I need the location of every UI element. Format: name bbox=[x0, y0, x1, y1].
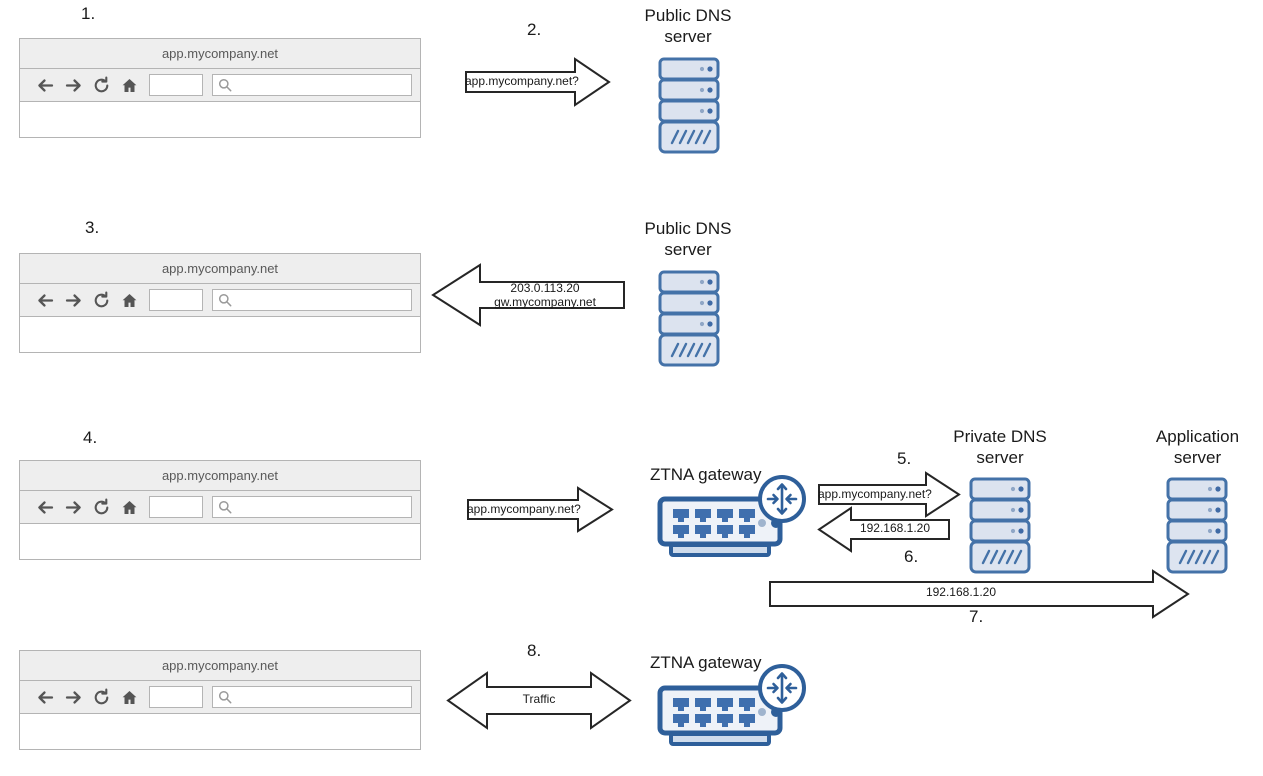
search-input-3[interactable] bbox=[212, 496, 412, 518]
browser-window-1[interactable]: app.mycompany.net bbox=[19, 38, 421, 138]
browser-title-bar-3: app.mycompany.net bbox=[20, 461, 420, 491]
device-label-application-server: Application server bbox=[1155, 427, 1240, 467]
device-label-private-dns: Private DNS server bbox=[953, 427, 1047, 467]
browser-window-4[interactable]: app.mycompany.net bbox=[19, 650, 421, 750]
browser-toolbar-1 bbox=[20, 69, 420, 102]
arrow-step-2 bbox=[465, 57, 611, 107]
step-number-7: 7. bbox=[969, 607, 984, 626]
arrow-left-icon[interactable] bbox=[31, 683, 59, 711]
browser-window-3[interactable]: app.mycompany.net bbox=[19, 460, 421, 560]
arrow-left-icon[interactable] bbox=[31, 493, 59, 521]
search-input-2[interactable] bbox=[212, 289, 412, 311]
browser-toolbar-3 bbox=[20, 491, 420, 524]
url-input-3[interactable] bbox=[149, 496, 203, 518]
step-number-3: 3. bbox=[85, 218, 100, 237]
arrow-right-icon[interactable] bbox=[59, 493, 87, 521]
browser-content-1 bbox=[20, 102, 420, 137]
step-number-6: 6. bbox=[904, 547, 919, 566]
browser-title-bar-2: app.mycompany.net bbox=[20, 254, 420, 284]
search-icon bbox=[218, 78, 232, 92]
browser-content-2 bbox=[20, 317, 420, 352]
reload-icon[interactable] bbox=[87, 71, 115, 99]
arrow-step-4 bbox=[467, 486, 614, 533]
browser-window-2[interactable]: app.mycompany.net bbox=[19, 253, 421, 353]
step-number-1: 1. bbox=[81, 4, 96, 23]
server-icon-public-dns-2 bbox=[658, 270, 720, 367]
device-label-public-dns-2: Public DNS server bbox=[644, 219, 732, 259]
search-input-1[interactable] bbox=[212, 74, 412, 96]
arrow-left-icon[interactable] bbox=[31, 286, 59, 314]
url-input-4[interactable] bbox=[149, 686, 203, 708]
arrow-right-icon[interactable] bbox=[59, 286, 87, 314]
gateway-icon-ztna-2 bbox=[657, 664, 806, 746]
browser-toolbar-2 bbox=[20, 284, 420, 317]
reload-icon[interactable] bbox=[87, 286, 115, 314]
arrow-left-icon[interactable] bbox=[31, 71, 59, 99]
search-icon bbox=[218, 500, 232, 514]
search-icon bbox=[218, 293, 232, 307]
gateway-icon-ztna-1 bbox=[657, 475, 806, 557]
browser-content-4 bbox=[20, 714, 420, 749]
step-number-2: 2. bbox=[527, 20, 542, 39]
browser-content-3 bbox=[20, 524, 420, 559]
arrow-step-3 bbox=[431, 263, 625, 327]
search-input-4[interactable] bbox=[212, 686, 412, 708]
browser-title-bar-1: app.mycompany.net bbox=[20, 39, 420, 69]
home-icon[interactable] bbox=[115, 71, 143, 99]
home-icon[interactable] bbox=[115, 286, 143, 314]
device-label-public-dns-1: Public DNS server bbox=[644, 6, 732, 46]
arrow-step-6 bbox=[817, 506, 950, 553]
search-icon bbox=[218, 690, 232, 704]
arrow-right-icon[interactable] bbox=[59, 683, 87, 711]
reload-icon[interactable] bbox=[87, 683, 115, 711]
browser-toolbar-4 bbox=[20, 681, 420, 714]
device-label-ztna-gateway-1: ZTNA gateway bbox=[650, 465, 762, 484]
home-icon[interactable] bbox=[115, 683, 143, 711]
arrow-step-5 bbox=[818, 471, 961, 518]
reload-icon[interactable] bbox=[87, 493, 115, 521]
url-input-1[interactable] bbox=[149, 74, 203, 96]
browser-title-bar-4: app.mycompany.net bbox=[20, 651, 420, 681]
step-number-8: 8. bbox=[527, 641, 542, 660]
step-number-5: 5. bbox=[897, 449, 912, 468]
arrow-step-7 bbox=[769, 569, 1190, 619]
arrow-step-8 bbox=[446, 671, 632, 730]
step-number-4: 4. bbox=[83, 428, 98, 447]
home-icon[interactable] bbox=[115, 493, 143, 521]
server-icon-application bbox=[1166, 477, 1228, 574]
server-icon-private-dns bbox=[969, 477, 1031, 574]
server-icon-public-dns-1 bbox=[658, 57, 720, 154]
arrow-right-icon[interactable] bbox=[59, 71, 87, 99]
url-input-2[interactable] bbox=[149, 289, 203, 311]
device-label-ztna-gateway-2: ZTNA gateway bbox=[650, 653, 762, 672]
